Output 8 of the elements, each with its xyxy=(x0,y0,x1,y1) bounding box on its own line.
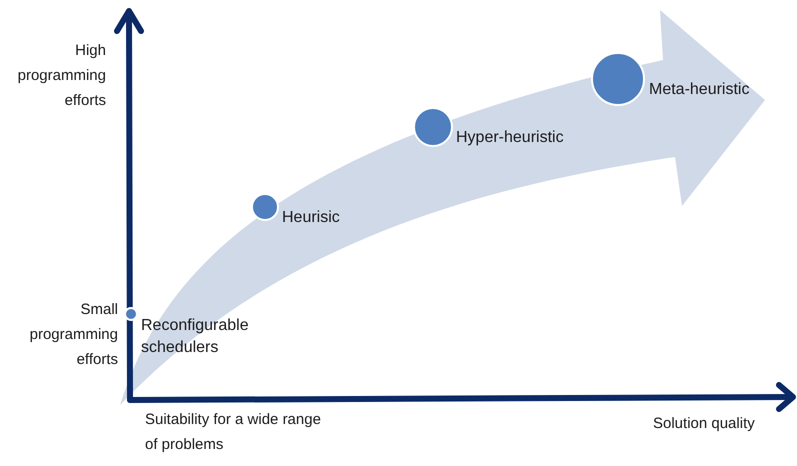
node-label: Meta-heuristic xyxy=(649,80,750,100)
axis-label: High programming efforts xyxy=(16,41,106,111)
axis-label: Solution quality xyxy=(653,414,756,434)
axis-label: Small programming efforts xyxy=(28,300,118,370)
axis-label: Suitability for a wide range of problems xyxy=(145,410,322,455)
node-label: Hyper-heuristic xyxy=(456,128,565,148)
node-label: Reconfigurable schedulers xyxy=(141,316,250,358)
node-label: Heurisic xyxy=(282,208,341,228)
